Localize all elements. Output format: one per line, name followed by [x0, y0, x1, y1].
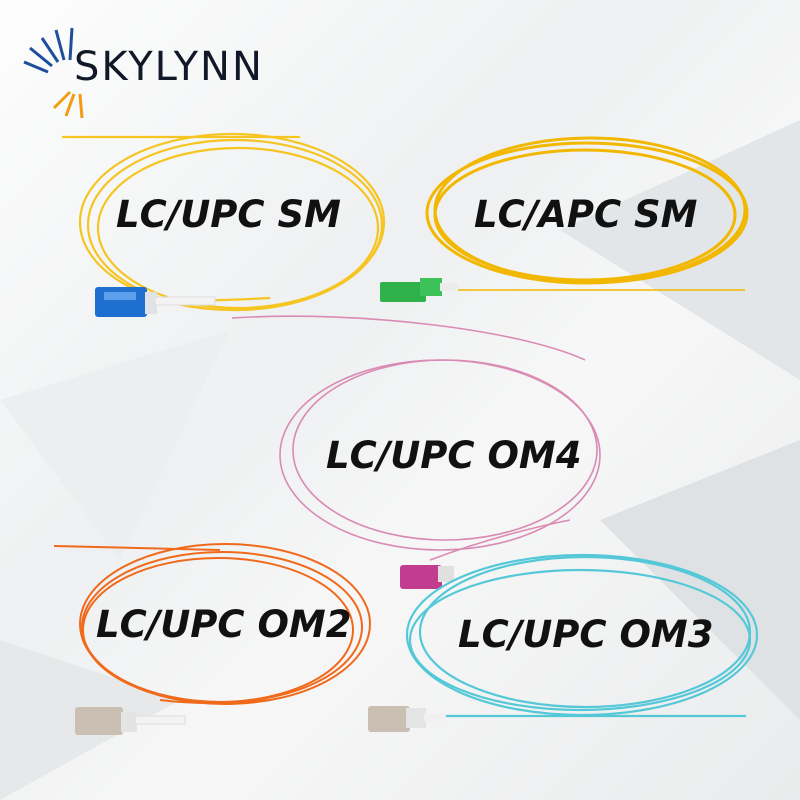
- cable-lc-upc-sm: [62, 132, 386, 312]
- cable-lc-apc-sm: [425, 136, 749, 291]
- cable-lc-upc-om4: [231, 315, 601, 561]
- label-lc-upc-om3: LC/UPC OM3: [458, 613, 714, 656]
- connector-beige-icon: [75, 707, 186, 735]
- bg-facet: [0, 330, 230, 560]
- label-lc-upc-om2: LC/UPC OM2: [96, 603, 352, 646]
- bg-facet: [560, 120, 800, 380]
- label-lc-apc-sm: LC/APC SM: [474, 193, 698, 236]
- cable-lc-upc-om2: [53, 543, 371, 705]
- connector-green-icon: [380, 278, 458, 302]
- label-lc-upc-om4: LC/UPC OM4: [326, 434, 582, 477]
- connector-beige-icon: [368, 706, 446, 732]
- connector-magenta-icon: [400, 565, 454, 589]
- cable-lc-upc-om3: [405, 553, 759, 718]
- connector-blue-icon: [95, 287, 216, 317]
- brand-logo: SKYLYNN: [74, 44, 264, 90]
- bg-facet: [600, 440, 800, 720]
- logo-sunburst-icon: [23, 27, 84, 119]
- label-lc-upc-sm: LC/UPC SM: [116, 193, 341, 236]
